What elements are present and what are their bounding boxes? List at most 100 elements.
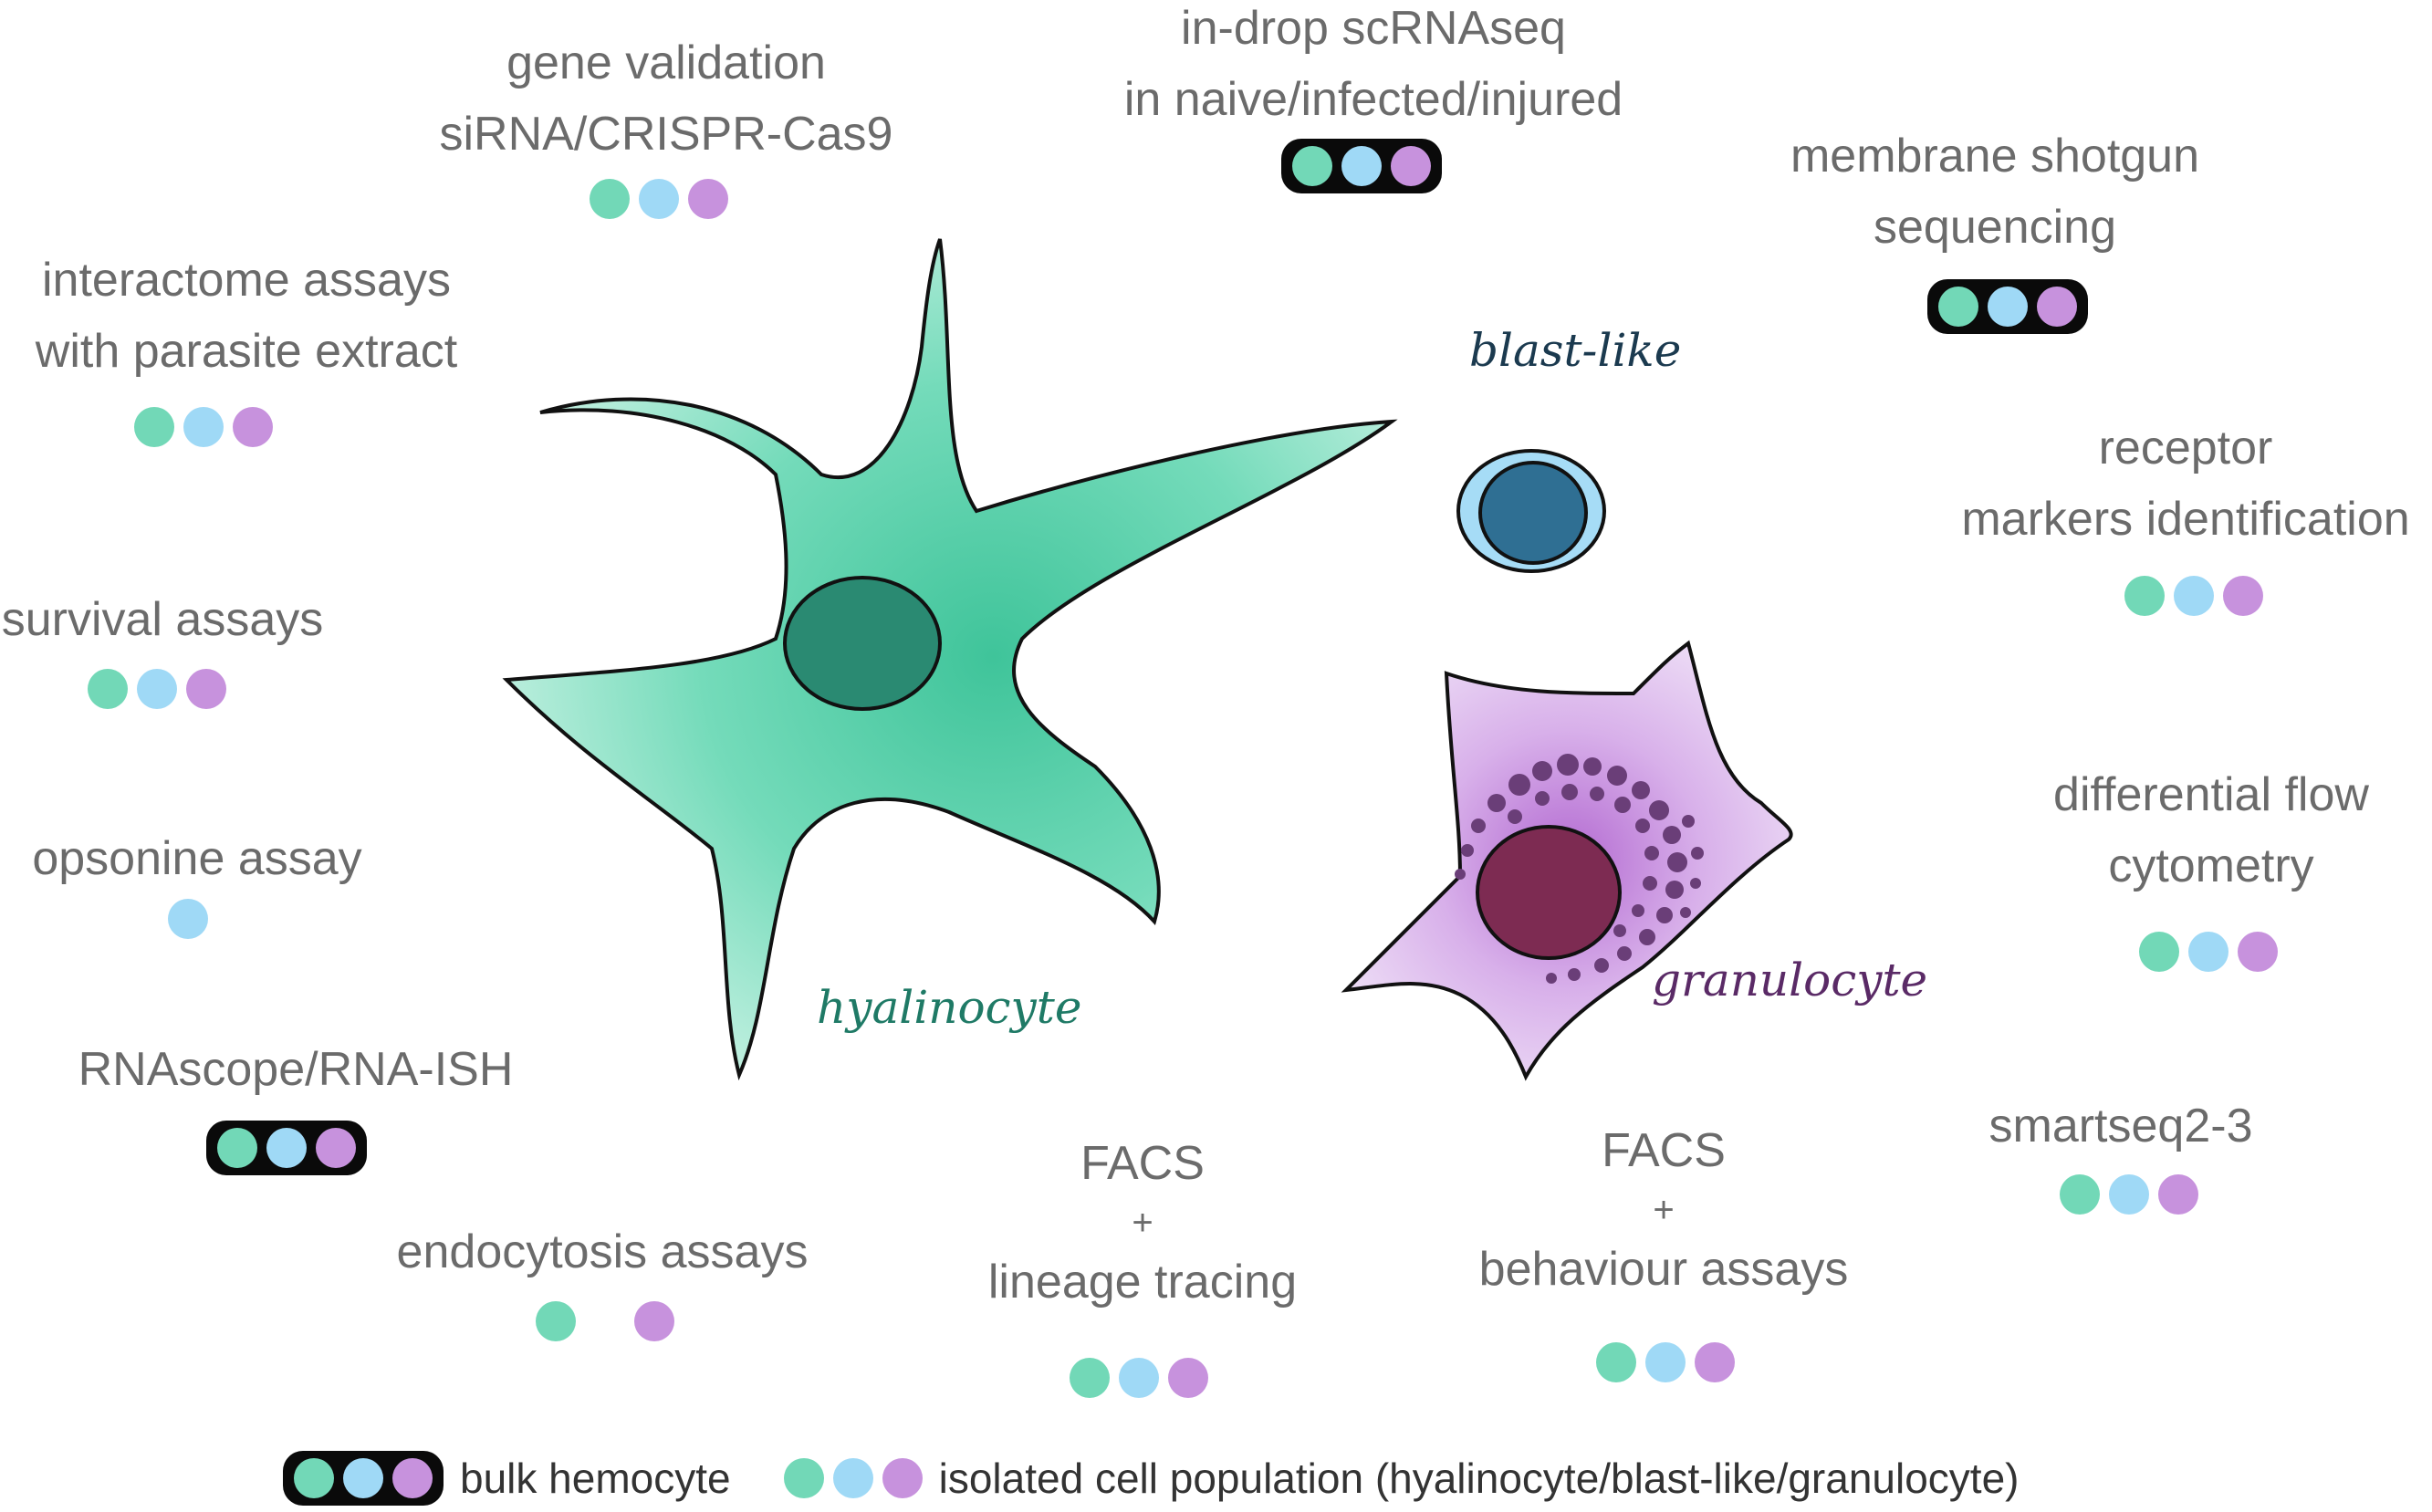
blast-like-dot bbox=[343, 1458, 383, 1498]
blast-like-dot bbox=[832, 1458, 873, 1498]
granulocyte-nucleus bbox=[1476, 825, 1622, 960]
method-subtitle: markers identification bbox=[1961, 493, 2410, 546]
granulocyte-dot bbox=[2158, 1174, 2198, 1215]
marker-isolated bbox=[1070, 1358, 1208, 1398]
blast-like-dot bbox=[2109, 1174, 2149, 1215]
marker-isolated bbox=[2124, 576, 2263, 616]
hyalinocyte-dot bbox=[783, 1458, 824, 1498]
legend-bulk-label: bulk hemocyte bbox=[460, 1455, 731, 1502]
method-title: membrane shotgun bbox=[1790, 130, 2200, 182]
hyalinocyte-dot bbox=[217, 1128, 257, 1168]
blast-like-dot bbox=[1988, 287, 2028, 327]
granulocyte-dot bbox=[186, 669, 226, 709]
blast-like-dot bbox=[183, 407, 224, 447]
blast-like-dot bbox=[639, 179, 679, 219]
hyalinocyte-dot bbox=[1292, 146, 1332, 186]
hyalinocyte-dot bbox=[590, 179, 630, 219]
hyalinocyte-label: hyalinocyte bbox=[817, 981, 1082, 1034]
hyalinocyte-dot bbox=[1938, 287, 1978, 327]
method-title: smartseq2-3 bbox=[1988, 1100, 2253, 1152]
granulocyte-dot bbox=[392, 1458, 433, 1498]
method-title: survival assays bbox=[1, 593, 324, 646]
granulocyte-dot bbox=[2037, 287, 2077, 327]
method-subtitle: siRNA/CRISPR-Cas9 bbox=[439, 108, 893, 161]
method-membrane-shotgun: membrane shotgun sequencing bbox=[1790, 120, 2199, 263]
marker-bulk bbox=[1927, 279, 2088, 334]
legend-isolated-label: isolated cell population (hyalinocyte/bl… bbox=[938, 1455, 2020, 1502]
hyalinocyte-dot bbox=[1070, 1358, 1110, 1398]
method-smartseq: smartseq2-3 bbox=[1989, 1090, 2253, 1162]
method-opsonine: opsonine assay bbox=[32, 823, 361, 894]
method-subtitle: cytometry bbox=[2108, 839, 2314, 892]
hyalinocyte-dot bbox=[294, 1458, 334, 1498]
method-interactome: interactome assays with parasite extract bbox=[36, 245, 457, 387]
method-subtitle: sequencing bbox=[1873, 201, 2116, 254]
blast-like-dot bbox=[2188, 932, 2228, 972]
blast-like-dot bbox=[1341, 146, 1382, 186]
marker-hyalinocyte-granulocyte bbox=[536, 1301, 674, 1341]
method-subtitle: with parasite extract bbox=[35, 325, 458, 378]
marker-isolated bbox=[88, 669, 226, 709]
method-endocytosis: endocytosis assays bbox=[397, 1216, 809, 1288]
method-subtitle: lineage tracing bbox=[987, 1256, 1298, 1309]
method-title: in-drop scRNAseq bbox=[1181, 2, 1566, 55]
method-indrop: in-drop scRNAseq in naive/infected/injur… bbox=[1124, 0, 1623, 135]
method-subtitle: in naive/infected/injured bbox=[1123, 73, 1623, 126]
hyalinocyte-dot bbox=[2139, 932, 2179, 972]
method-title: gene validation bbox=[506, 36, 826, 89]
marker-bulk bbox=[206, 1121, 367, 1175]
marker-isolated bbox=[2060, 1174, 2198, 1215]
method-title: endocytosis assays bbox=[396, 1225, 809, 1278]
method-facs-behaviour: FACS + behaviour assays bbox=[1479, 1115, 1849, 1305]
granulocyte-dot bbox=[233, 407, 273, 447]
method-title: opsonine assay bbox=[32, 832, 362, 885]
plus-sign: + bbox=[1653, 1190, 1675, 1230]
method-title: FACS bbox=[1602, 1124, 1726, 1177]
method-rnascope: RNAscope/RNA-ISH bbox=[78, 1034, 514, 1105]
marker-blast-like bbox=[168, 899, 208, 939]
hyalinocyte-dot bbox=[2060, 1174, 2100, 1215]
blast-like-dot bbox=[1645, 1342, 1686, 1382]
method-title: FACS bbox=[1080, 1137, 1205, 1190]
method-receptor: receptor markers identification bbox=[1961, 412, 2409, 555]
marker-isolated bbox=[2139, 932, 2278, 972]
hyalinocyte-dot bbox=[536, 1301, 576, 1341]
method-subtitle: behaviour assays bbox=[1478, 1243, 1849, 1296]
marker-isolated bbox=[1596, 1342, 1735, 1382]
plus-sign: + bbox=[1132, 1203, 1153, 1243]
method-title: receptor bbox=[2098, 422, 2273, 474]
legend: bulk hemocyte isolated cell population (… bbox=[283, 1451, 2019, 1506]
blast-like-dot bbox=[266, 1128, 307, 1168]
method-title: RNAscope/RNA-ISH bbox=[78, 1043, 514, 1096]
method-title: interactome assays bbox=[42, 254, 451, 307]
granulocyte-dot bbox=[1391, 146, 1431, 186]
granulocyte-dot bbox=[316, 1128, 356, 1168]
blast-like-dot bbox=[168, 899, 208, 939]
legend-bulk-marker bbox=[283, 1451, 444, 1506]
method-survival: survival assays bbox=[2, 584, 324, 655]
marker-isolated bbox=[590, 179, 728, 219]
granulocyte-dot bbox=[1168, 1358, 1208, 1398]
hyalinocyte-nucleus bbox=[783, 576, 942, 711]
granulocyte-dot bbox=[2238, 932, 2278, 972]
blast-like-nucleus bbox=[1478, 461, 1588, 565]
method-differential-flow: differential flow cytometry bbox=[2053, 759, 2369, 902]
granulocyte-dot bbox=[2223, 576, 2263, 616]
hyalinocyte-dot bbox=[1596, 1342, 1636, 1382]
legend-isolated-marker bbox=[783, 1458, 923, 1498]
blast-like-label: blast-like bbox=[1469, 324, 1682, 377]
method-facs-lineage: FACS + lineage tracing bbox=[988, 1128, 1297, 1318]
granulocyte-dot bbox=[882, 1458, 923, 1498]
marker-isolated bbox=[134, 407, 273, 447]
granulocyte-dot bbox=[1695, 1342, 1735, 1382]
method-title: differential flow bbox=[2053, 768, 2369, 821]
granulocyte-label: granulocyte bbox=[1652, 954, 1928, 1006]
blast-like-dot bbox=[2174, 576, 2214, 616]
hyalinocyte-dot bbox=[88, 669, 128, 709]
hyalinocyte-cell-body bbox=[502, 238, 1398, 1081]
granulocyte-dot bbox=[688, 179, 728, 219]
marker-bulk bbox=[1281, 139, 1442, 193]
method-gene-validation: gene validation siRNA/CRISPR-Cas9 bbox=[440, 27, 893, 170]
granulocyte-granules bbox=[1455, 754, 1704, 984]
